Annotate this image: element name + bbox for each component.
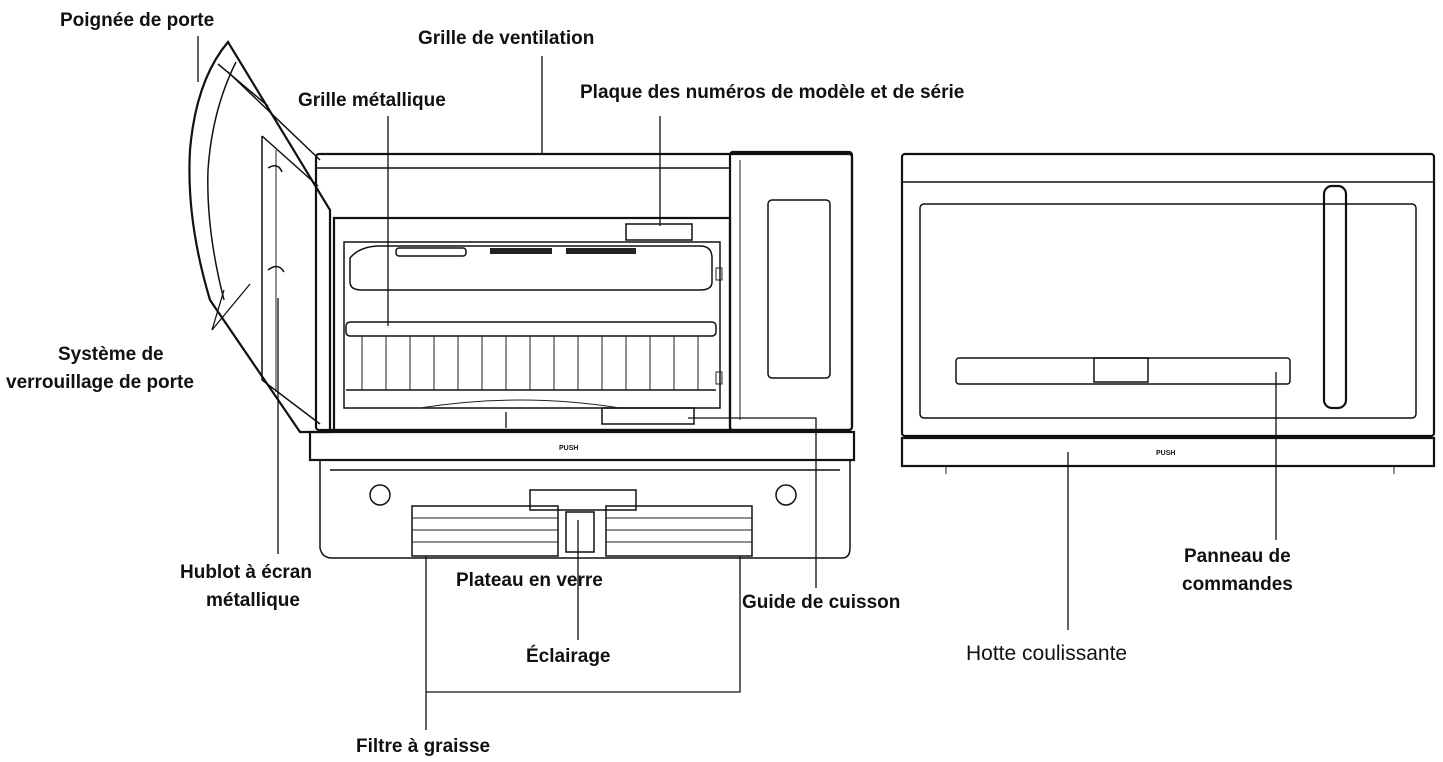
label-door-handle: Poignée de porte [60,10,214,31]
label-window-line2: métallique [206,590,300,611]
closed-microwave-illustration: PUSH [900,152,1436,474]
open-microwave-illustration: PUSH [188,40,856,559]
label-door-lock-line2: verrouillage de porte [6,372,194,393]
label-lighting: Éclairage [526,645,611,667]
label-glass-tray: Plateau en verre [456,570,603,591]
left-hood-drawing: PUSH [308,430,856,559]
open-door-drawing [188,40,332,434]
label-control-panel-line2: commandes [1182,574,1293,595]
label-control-panel-line1: Panneau de [1184,546,1291,567]
label-window-line1: Hublot à écran [180,562,312,583]
push-mark-right: PUSH [1156,450,1175,457]
leader-lines [197,36,1277,730]
push-mark-left: PUSH [559,445,578,452]
label-cooking-guide: Guide de cuisson [742,592,900,613]
label-sliding-hood: Hotte coulissante [966,642,1127,665]
metal-rack-drawing [345,321,717,391]
part-labels: Poignée de porte Grille de ventilation G… [6,10,1293,757]
label-vent-grille: Grille de ventilation [418,28,594,49]
label-door-lock-line1: Système de [58,344,164,365]
label-model-plate: Plaque des numéros de modèle et de série [580,82,964,103]
label-metal-rack: Grille métallique [298,90,446,111]
label-grease-filter: Filtre à graisse [356,736,490,757]
